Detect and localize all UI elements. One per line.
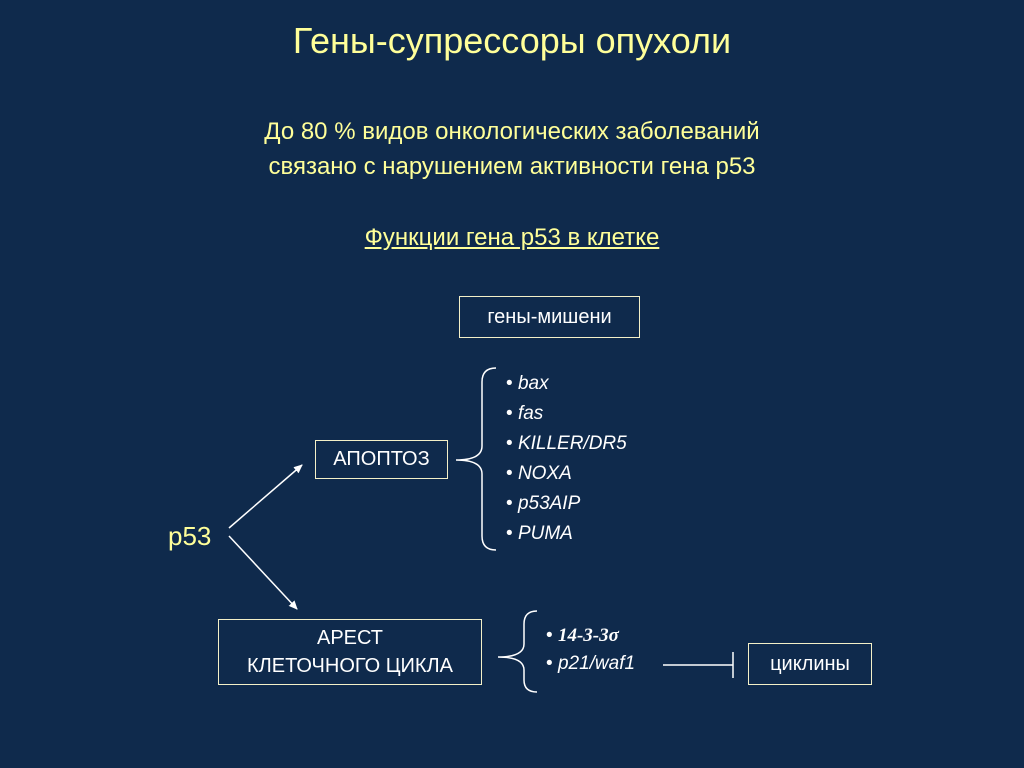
list-item: • bax — [506, 373, 549, 394]
arrest-line-1: АРЕСТ — [316, 627, 383, 649]
list-item: • NOXA — [506, 463, 572, 484]
arrest-line-2: КЛЕТОЧНОГО ЦИКЛА — [247, 655, 453, 677]
list-item: • p21/waf1 — [546, 653, 636, 674]
apoptosis-gene-list: • bax • fas • KILLER/DR5 • NOXA • p53AIP… — [506, 369, 627, 549]
cyclins-box: циклины — [748, 643, 872, 685]
arrow-to-arrest — [228, 535, 298, 610]
slide-title: Гены-супрессоры опухоли — [292, 20, 732, 61]
list-item: • KILLER/DR5 — [506, 433, 627, 454]
apoptosis-box: АПОПТОЗ — [315, 440, 448, 479]
list-item: • 14-3-3σ — [546, 625, 619, 646]
apoptosis-genes-brace — [455, 367, 497, 551]
target-genes-box: гены-мишени — [459, 296, 640, 338]
list-item: • fas — [506, 403, 544, 424]
cell-cycle-arrest-box: АРЕСТ КЛЕТОЧНОГО ЦИКЛА — [218, 619, 482, 685]
subtitle-line-1: До 80 % видов онкологических заболеваний — [264, 118, 760, 145]
arrest-gene-list: • 14-3-3σ • p21/waf1 — [546, 622, 635, 678]
list-item: • p53AIP — [506, 493, 581, 514]
p53-label: р53 — [168, 521, 212, 551]
subtitle-line-2: связано с нарушением активности гена р53 — [268, 153, 756, 180]
list-item: • PUMA — [506, 523, 573, 544]
arrow-to-apoptosis — [228, 464, 303, 529]
arrest-genes-brace — [497, 610, 538, 693]
functions-heading: Функции гена р53 в клетке — [364, 224, 660, 251]
